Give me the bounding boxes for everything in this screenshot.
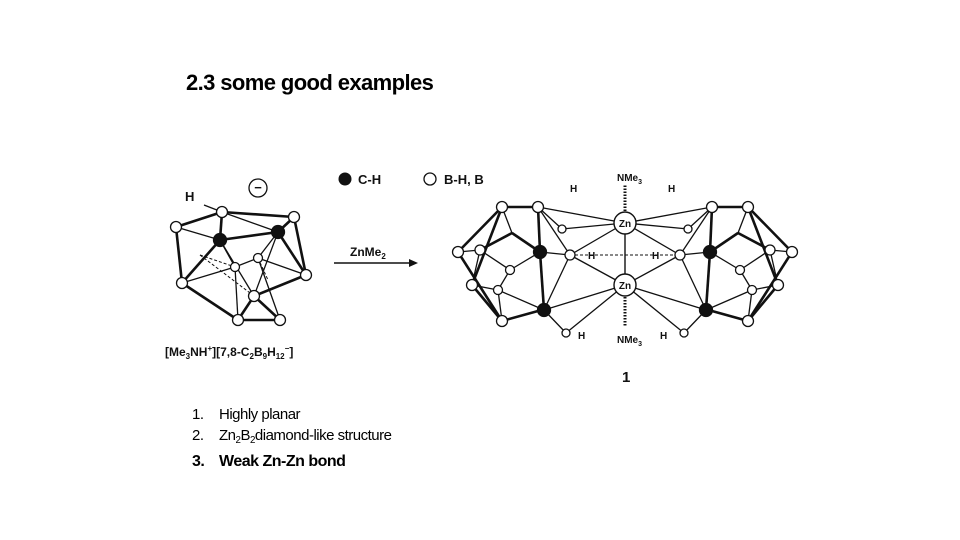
svg-text:H: H bbox=[570, 184, 577, 195]
svg-text:H: H bbox=[652, 251, 659, 262]
product-h-labels: H H H H H H bbox=[570, 184, 675, 342]
point-item: 1. Highly planar bbox=[192, 404, 391, 425]
reaction-scheme-svg: H − [Me3NH+][7,8-C2B9H12−] C-H B-H, B Zn… bbox=[165, 172, 799, 386]
slide-title: 2.3 some good examples bbox=[186, 70, 434, 95]
svg-text:H: H bbox=[578, 331, 585, 342]
compound-number: 1 bbox=[622, 369, 630, 386]
legend-ch-label: C-H bbox=[358, 172, 381, 187]
reactant-carborane-cage bbox=[169, 204, 313, 327]
point-text: Highly planar bbox=[219, 406, 301, 423]
zn-bottom-label: Zn bbox=[619, 281, 631, 292]
key-points-list: 1. Highly planar 2. Zn2B2diamond-like stru… bbox=[192, 404, 392, 472]
charge-minus: − bbox=[254, 180, 262, 195]
svg-text:H: H bbox=[588, 251, 595, 262]
bridging-h-label: H bbox=[185, 189, 194, 204]
point-item: 3. Weak Zn-Zn bond bbox=[192, 451, 391, 472]
nme3-top-label: NMe3 bbox=[617, 173, 642, 186]
svg-text:H: H bbox=[660, 331, 667, 342]
legend-bh-label: B-H, B bbox=[444, 172, 484, 187]
reactant-formula: [Me3NH+][7,8-C2B9H12−] bbox=[165, 344, 293, 361]
anion-charge-symbol: − bbox=[248, 178, 268, 198]
svg-text:H: H bbox=[668, 184, 675, 195]
point-text: Weak Zn-Zn bond bbox=[219, 452, 346, 470]
reaction-arrow: ZnMe2 bbox=[334, 245, 418, 267]
point-number: 2. bbox=[192, 427, 204, 444]
reagent-label: ZnMe2 bbox=[350, 245, 386, 261]
zn-top-label: Zn bbox=[619, 219, 631, 230]
legend: C-H B-H, B bbox=[338, 172, 484, 187]
point-text: Zn2B2diamond-like structure bbox=[219, 427, 392, 446]
point-number: 3. bbox=[192, 452, 205, 470]
product-dimer-structure bbox=[451, 185, 799, 338]
nme3-bottom-label: NMe3 bbox=[617, 335, 642, 348]
point-number: 1. bbox=[192, 406, 204, 423]
point-item: 2. Zn2B2diamond-like structure bbox=[192, 425, 392, 451]
reaction-scheme-figure: H − [Me3NH+][7,8-C2B9H12−] C-H B-H, B Zn… bbox=[160, 155, 800, 390]
legend-ch-marker bbox=[338, 172, 352, 186]
legend-bh-marker bbox=[423, 172, 437, 186]
